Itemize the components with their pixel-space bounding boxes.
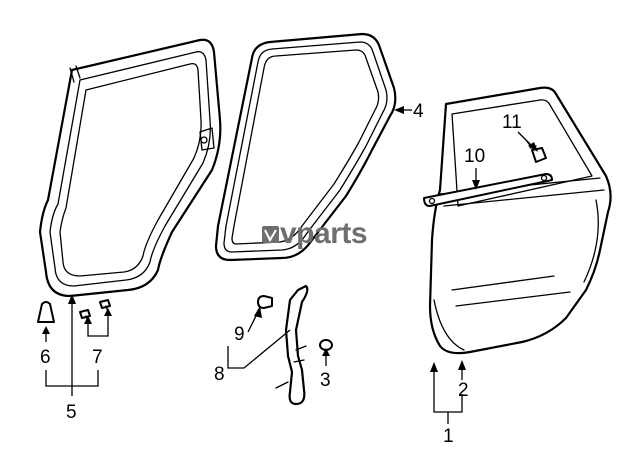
callout-2: 2 [458, 380, 469, 401]
door-weatherstrip [214, 32, 397, 262]
callout-9: 9 [234, 324, 245, 345]
watermark: vparts [262, 217, 368, 250]
door-frame-weatherstrip [38, 38, 222, 298]
callout-6: 6 [40, 347, 51, 368]
callout-8: 8 [214, 364, 225, 385]
belt-moulding [423, 173, 553, 207]
callout-10: 10 [464, 146, 485, 167]
clips-7 [79, 299, 111, 323]
leader-lines [42, 106, 538, 424]
callout-7: 7 [92, 347, 103, 368]
callout-5: 5 [66, 402, 77, 423]
callout-4: 4 [413, 101, 424, 122]
callout-3: 3 [320, 370, 331, 391]
plug [37, 301, 55, 323]
callout-1: 1 [443, 426, 454, 447]
watermark-text: vparts [280, 217, 367, 250]
callout-11: 11 [502, 112, 522, 133]
door-check [275, 284, 309, 406]
callouts: 1 2 3 4 5 6 7 8 9 10 11 [40, 101, 522, 447]
check-pin [257, 295, 273, 309]
